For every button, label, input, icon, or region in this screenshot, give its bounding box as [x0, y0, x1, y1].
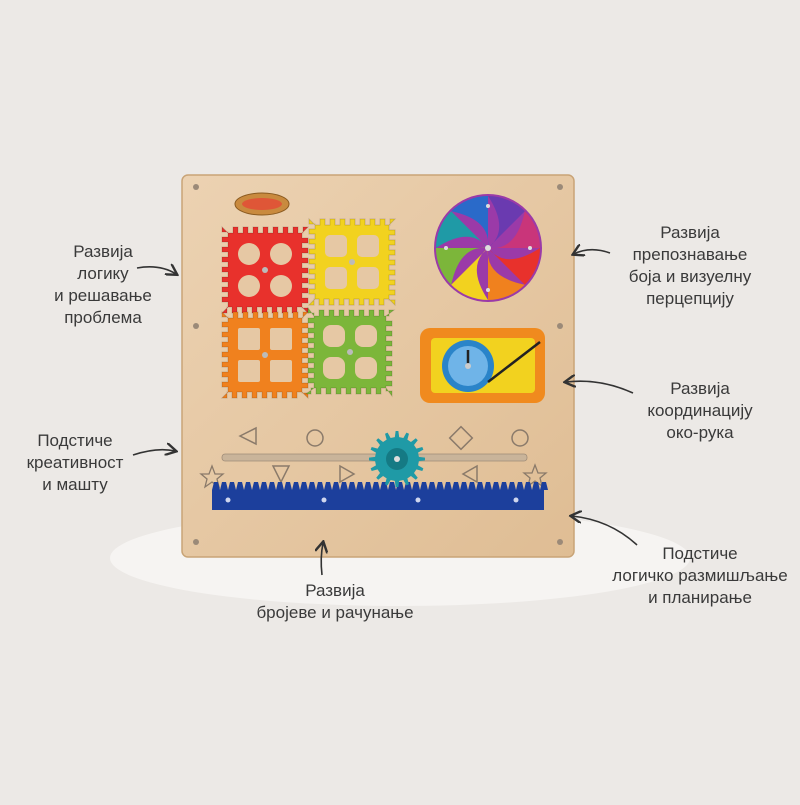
orange-gear — [220, 310, 310, 400]
caption-line: Развија — [305, 581, 365, 600]
star-icon — [199, 464, 225, 489]
color-wheel — [434, 194, 542, 302]
caption-coordination: Развија координацију око-рука — [620, 378, 780, 444]
caption-numbers: Развија бројеве и рачунање — [240, 580, 430, 624]
caption-line: и решавање — [54, 286, 152, 305]
caption-line: Подстиче — [662, 544, 738, 563]
logo-inner — [242, 198, 282, 210]
caption-line: Развија — [73, 242, 133, 261]
annotation-arrows — [132, 250, 638, 576]
caption-line: логичко размишљање — [612, 566, 788, 585]
green-gear — [304, 306, 396, 398]
blue-rack — [212, 482, 548, 510]
caption-line: Развија — [660, 223, 720, 242]
caption-colors: Развија препознавање боја и визуелну пер… — [600, 222, 780, 310]
caption-line: проблема — [64, 308, 142, 327]
yellow-gear — [307, 217, 397, 307]
caption-creativity: Подстиче креативност и машту — [0, 430, 150, 496]
caption-line: перцепцију — [646, 289, 734, 308]
caption-line: око-рука — [666, 423, 734, 442]
red-gear — [220, 225, 310, 315]
caption-planning: Подстиче логичко размишљање и планирање — [605, 543, 795, 609]
screws — [193, 184, 563, 545]
caption-logic: Развија логику и решавање проблема — [28, 241, 178, 329]
caption-line: и планирање — [648, 588, 752, 607]
teal-gear — [369, 431, 425, 487]
star-icon — [522, 463, 548, 488]
shutter-box — [420, 328, 545, 403]
caption-line: бројеве и рачунање — [256, 603, 414, 622]
caption-line: боја и визуелну — [628, 267, 752, 286]
caption-line: креативност — [26, 453, 124, 472]
caption-line: препознавање — [632, 245, 748, 264]
caption-line: логику — [77, 264, 129, 283]
caption-line: Подстиче — [37, 431, 113, 450]
caption-line: и машту — [42, 475, 108, 494]
caption-line: Развија — [670, 379, 730, 398]
caption-line: координацију — [647, 401, 753, 420]
